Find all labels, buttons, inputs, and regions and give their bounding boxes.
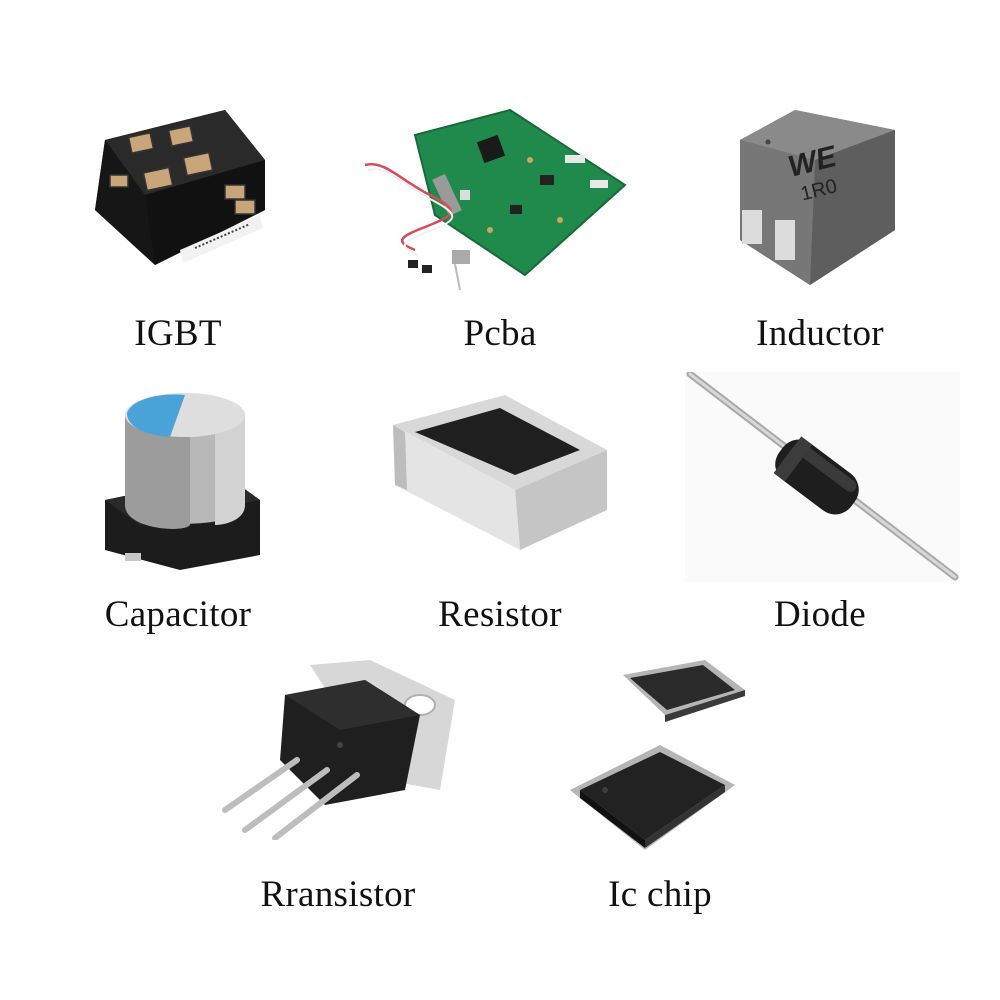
transistor-image — [222, 660, 455, 840]
label-ic-chip: Ic chip — [608, 874, 712, 915]
ic-chip-large — [570, 745, 735, 850]
label-inductor: Inductor — [756, 313, 884, 354]
ic-chip-small — [623, 660, 745, 722]
ic-chip-image — [570, 660, 745, 850]
inductor-image: WE 1R0 — [740, 110, 895, 285]
label-resistor: Resistor — [438, 594, 562, 635]
label-capacitor: Capacitor — [104, 594, 252, 635]
capacitor-image — [105, 393, 260, 570]
label-igbt: IGBT — [134, 313, 222, 354]
igbt-module-image — [95, 110, 265, 265]
label-transistor: Rransistor — [260, 874, 416, 915]
resistor-image — [393, 395, 607, 550]
pcba-board-image — [364, 108, 627, 291]
diode-image — [685, 372, 960, 582]
label-diode: Diode — [774, 594, 866, 635]
label-pcba: Pcba — [463, 313, 537, 354]
